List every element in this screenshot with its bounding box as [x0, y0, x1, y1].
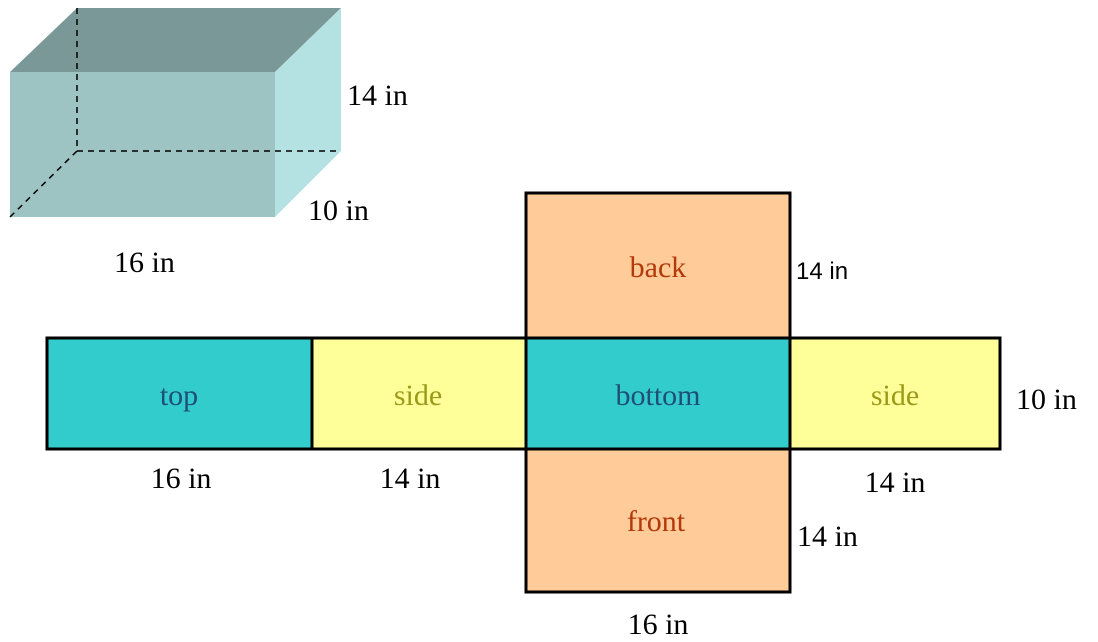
prism-net: back top side bottom side front 14 in 10…: [45, 191, 1077, 641]
dimension-front-height: 14 in: [797, 520, 858, 553]
dimension-right-height: 10 in: [1016, 383, 1077, 416]
prism-height-label: 14 in: [347, 79, 408, 112]
prism-top-face: [10, 8, 341, 72]
net-face-bottom: [524, 336, 792, 451]
dimension-top-width: 16 in: [151, 462, 212, 495]
prism-depth-label: 10 in: [308, 194, 369, 227]
prism-width-label: 16 in: [114, 246, 175, 279]
prism-front-face: [10, 72, 275, 217]
prism-hidden-edge-diagonal: [9, 150, 78, 218]
face-label-front: front: [627, 505, 686, 538]
rectangular-prism: 14 in 10 in 16 in: [9, 8, 408, 279]
face-label-side-right: side: [871, 379, 919, 412]
face-label-back: back: [630, 251, 687, 284]
face-label-side-left: side: [394, 379, 442, 412]
dimension-front-width: 16 in: [628, 608, 689, 641]
net-face-front: [524, 447, 792, 594]
face-label-bottom: bottom: [615, 379, 700, 412]
face-label-top: top: [160, 379, 198, 412]
dimension-back-height: 14 in: [796, 258, 848, 285]
dimension-side-left-width: 14 in: [380, 462, 441, 495]
dimension-side-right-width: 14 in: [865, 466, 926, 499]
prism-side-face: [275, 8, 341, 217]
net-face-side-right: [788, 336, 1002, 451]
